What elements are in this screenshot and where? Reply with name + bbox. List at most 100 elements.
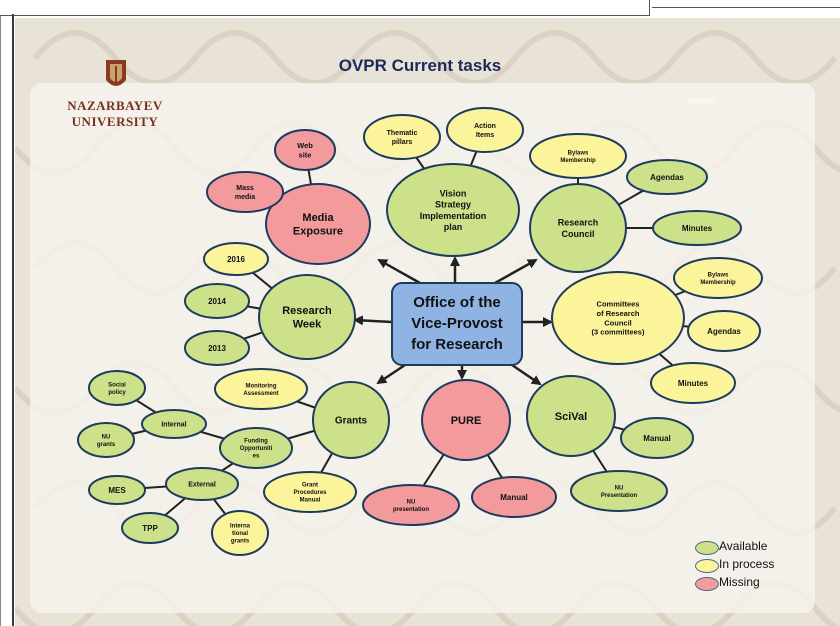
node-ellipse	[471, 476, 557, 518]
node-label: grants	[97, 442, 116, 448]
legend-label-missing: Missing	[719, 575, 760, 589]
node-label: tional	[232, 531, 248, 537]
window-left-edge	[0, 0, 1, 626]
node-label: Research	[558, 218, 599, 228]
node-label: SciVal	[555, 411, 587, 423]
node-label: es	[253, 454, 260, 460]
node-label: Minutes	[678, 379, 709, 388]
node-ellipse	[363, 114, 441, 160]
node-label: Manual	[300, 498, 321, 504]
node-internal: Internal	[141, 409, 207, 439]
node-ellipse	[421, 379, 511, 461]
legend-item-in-process: In process	[695, 556, 805, 574]
node-label: Media	[302, 212, 334, 224]
node-ellipse	[219, 427, 293, 469]
node-rc-minutes: Minutes	[652, 210, 742, 246]
legend-label-available: Available	[719, 539, 768, 553]
node-ellipse	[214, 368, 308, 410]
node-label: Manual	[500, 493, 528, 502]
node-label: Minutes	[682, 224, 713, 233]
node-label: NU	[102, 434, 111, 440]
node-label: Interna	[230, 524, 251, 530]
node-sv-manual: Manual	[620, 417, 694, 459]
node-label: Agendas	[650, 173, 684, 182]
arrow-to-research-week	[353, 315, 393, 326]
node-ellipse	[526, 375, 616, 457]
node-y2014: 2014	[184, 283, 250, 319]
node-ellipse	[570, 470, 668, 512]
node-ellipse	[121, 512, 179, 544]
node-label: Assessment	[243, 391, 278, 397]
node-label: grants	[231, 539, 250, 545]
node-tpp: TPP	[121, 512, 179, 544]
node-external: External	[165, 467, 239, 501]
node-label: Committees	[597, 300, 640, 309]
legend-swatch-in-process	[695, 559, 719, 573]
node-label: Membership	[700, 280, 736, 286]
node-nugrants: NU grants	[77, 422, 135, 458]
node-label: Funding	[244, 439, 268, 445]
node-label: Research	[282, 305, 332, 317]
node-label: Grants	[335, 416, 368, 427]
left-rule	[12, 14, 14, 626]
top-bar-right	[652, 0, 840, 8]
node-label: Council	[604, 318, 632, 327]
node-label: Items	[476, 132, 494, 139]
node-label: Action	[474, 123, 496, 130]
node-label: Monitoring	[246, 383, 277, 389]
node-label: Vision	[440, 188, 467, 198]
node-label: pillars	[392, 139, 413, 146]
node-cm-minutes: Minutes	[650, 362, 736, 404]
arrow-to-scival	[511, 363, 542, 386]
node-label: Implementation	[420, 211, 487, 221]
node-label: PURE	[451, 415, 482, 427]
node-label: Grant	[302, 483, 318, 489]
legend-swatch-missing	[695, 577, 719, 591]
node-label: Exposure	[293, 226, 343, 238]
center-node-label: for Research	[411, 336, 503, 353]
node-label: Manual	[643, 434, 671, 443]
arrow-to-grants	[376, 363, 406, 385]
node-thematic: Thematic pillars	[363, 114, 441, 160]
node-label: Web	[297, 141, 313, 150]
node-label: TPP	[142, 524, 158, 533]
node-ellipse	[362, 484, 460, 526]
node-ellipse	[165, 467, 239, 501]
logo-line-1: NAZARBAYEV	[67, 98, 163, 113]
node-pure-manual: Manual	[471, 476, 557, 518]
node-label: (3 committees)	[592, 328, 645, 337]
node-y2013: 2013	[184, 330, 250, 366]
node-ellipse	[184, 330, 250, 366]
node-label: Strategy	[435, 200, 471, 210]
center-node-label: Vice-Provost	[411, 315, 502, 332]
node-label: Thematic	[387, 130, 418, 137]
node-label: NU	[407, 499, 416, 505]
node-mes: MES	[88, 475, 146, 505]
node-label: Bylaws	[708, 272, 729, 278]
node-label: Procedures	[293, 490, 327, 496]
ghost-text: Agendas	[688, 98, 716, 105]
node-ellipse	[529, 133, 627, 179]
node-ellipse	[88, 370, 146, 406]
node-ellipse	[88, 475, 146, 505]
node-label: Mass	[236, 185, 254, 192]
node-ellipse	[141, 409, 207, 439]
node-label: presentation	[393, 507, 429, 513]
node-label: Agendas	[707, 327, 741, 336]
node-ellipse	[386, 163, 520, 257]
node-label: policy	[108, 390, 126, 396]
logo-shield-icon	[106, 60, 126, 86]
node-ellipse	[211, 510, 269, 556]
